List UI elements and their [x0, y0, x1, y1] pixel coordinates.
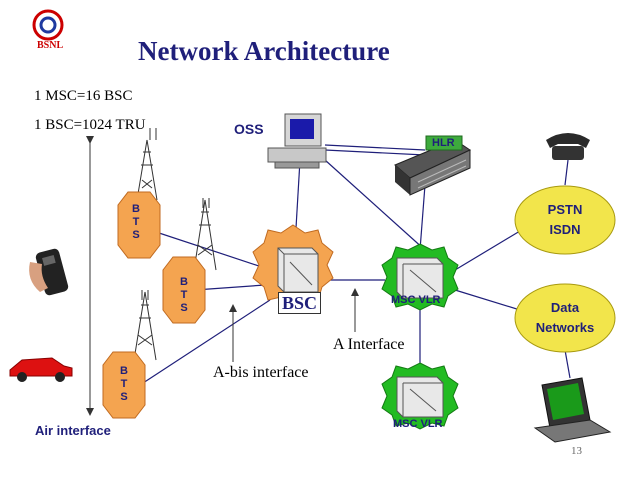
link-oss-hlr2 — [324, 159, 426, 251]
link-hlr-msc — [419, 184, 426, 251]
page-title: Network Architecture — [138, 36, 390, 66]
oss-label: OSS — [234, 121, 264, 137]
note-bsc-tru: 1 BSC=1024 TRU — [34, 117, 146, 133]
network-links — [139, 144, 571, 386]
bts-label-2: B T S — [176, 276, 192, 315]
link-bts2-bsc — [194, 284, 266, 291]
hlr-rack-icon — [394, 135, 472, 196]
bts-gear-shapes — [102, 191, 206, 419]
bts-tower-1 — [136, 128, 158, 201]
msc-vlr-label-2: MSC VLR — [393, 418, 443, 430]
link-msc-data — [454, 289, 521, 311]
note-msc-bsc: 1 MSC=16 BSC — [34, 88, 133, 104]
bts-tower-icons — [133, 128, 217, 361]
bts-letter: B — [132, 203, 140, 215]
bts-tower-3 — [133, 290, 157, 361]
bts-label-1: B T S — [128, 203, 144, 242]
abis-interface-label: A-bis interface — [213, 364, 309, 381]
data-networks-label: Data Networks — [525, 298, 605, 338]
link-msc-pstn — [454, 224, 531, 271]
logo-text: BSNL — [37, 40, 64, 51]
bts-letter: S — [132, 229, 140, 241]
data-label-line1: Data — [550, 300, 580, 315]
oss-computer-icon — [267, 113, 327, 169]
air-interface-label: Air interface — [35, 423, 111, 438]
car-icon — [9, 357, 73, 382]
hlr-label: HLR — [432, 137, 455, 149]
bts-gear-1 — [117, 191, 161, 259]
bts-gear-2 — [162, 256, 206, 324]
bts-letter: T — [180, 289, 188, 301]
link-data-laptop — [564, 349, 571, 379]
page-number: 13 — [571, 445, 582, 457]
pstn-cloud — [514, 185, 616, 255]
a-interface-label: A Interface — [333, 336, 405, 353]
msc-gear-icon-1 — [381, 243, 459, 311]
bts-letter: B — [180, 276, 188, 288]
link-oss-hlr — [324, 144, 426, 151]
bts-tower-2 — [193, 198, 217, 271]
bts-letter: B — [120, 365, 128, 377]
bsnl-logo-icon — [32, 9, 64, 41]
pstn-label-line1: PSTN — [547, 202, 583, 217]
data-label-line2: Networks — [535, 320, 595, 335]
bts-letter: T — [132, 216, 140, 228]
telephone-icon — [546, 133, 590, 160]
bts-letter: S — [180, 302, 188, 314]
bts-label-3: B T S — [116, 365, 132, 404]
data-cloud — [514, 283, 616, 353]
bsc-label-wrap: BSC — [278, 292, 322, 314]
link-bts1-bsc — [149, 229, 266, 269]
link-pstn-phone — [564, 159, 569, 186]
msc-vlr-label-1: MSC VLR — [391, 294, 441, 306]
bsc-label: BSC — [278, 292, 322, 314]
pstn-label: PSTN ISDN — [525, 200, 605, 240]
bts-letter: S — [120, 391, 128, 403]
msc-gear-icon-2 — [381, 362, 459, 430]
laptop-icon — [533, 377, 612, 443]
bts-gear-3 — [102, 351, 146, 419]
bsc-gear-icon — [252, 224, 334, 306]
pstn-label-line2: ISDN — [549, 222, 581, 237]
mobile-phone-icon — [29, 248, 69, 296]
link-bts3-bsc — [139, 299, 271, 386]
bts-letter: T — [120, 378, 128, 390]
link-oss-msc — [324, 149, 426, 156]
